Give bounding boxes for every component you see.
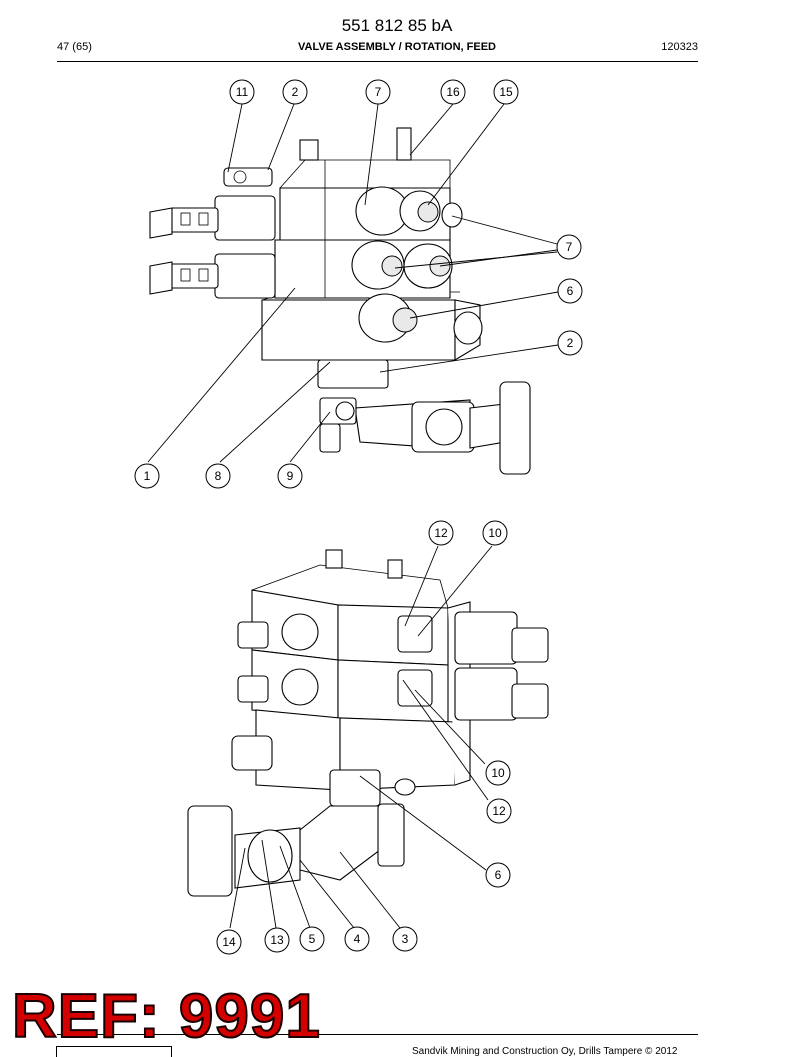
- callout-5: 5: [299, 926, 325, 952]
- callout-9: 9: [277, 463, 303, 489]
- callout-1: 1: [134, 463, 160, 489]
- bottom-valve-assembly: [187, 549, 549, 897]
- svg-text:2: 2: [567, 336, 574, 350]
- svg-text:11: 11: [236, 85, 249, 99]
- callout-11: 11: [229, 79, 255, 105]
- svg-text:7: 7: [566, 240, 573, 254]
- svg-text:5: 5: [309, 932, 316, 946]
- page-title: VALVE ASSEMBLY / ROTATION, FEED: [297, 41, 497, 53]
- svg-text:7: 7: [375, 85, 382, 99]
- reference-stamp: REF: 9991: [11, 982, 321, 1051]
- svg-text:16: 16: [446, 85, 460, 99]
- svg-text:12: 12: [492, 804, 506, 818]
- callout-2b: 2: [557, 330, 583, 356]
- document-number: 551 812 85 bA: [341, 16, 453, 35]
- footer-copyright: Sandvik Mining and Construction Oy, Dril…: [412, 1046, 678, 1057]
- svg-text:6: 6: [567, 284, 574, 298]
- callout-13: 13: [264, 927, 290, 953]
- svg-text:4: 4: [354, 932, 361, 946]
- callout-16: 16: [440, 79, 466, 105]
- sandvik-logo: [56, 1046, 172, 1057]
- svg-text:14: 14: [222, 935, 236, 949]
- svg-text:6: 6: [495, 868, 502, 882]
- callout-12: 12: [428, 520, 454, 546]
- bottom-callout-leaders: [229, 545, 493, 929]
- svg-text:10: 10: [491, 766, 505, 780]
- callout-14: 14: [216, 929, 242, 955]
- svg-text:15: 15: [499, 85, 513, 99]
- callout-3: 3: [392, 926, 418, 952]
- top-valve-assembly: [149, 127, 531, 475]
- svg-text:12: 12: [434, 526, 448, 540]
- callout-7b: 7: [556, 234, 582, 260]
- svg-text:9: 9: [287, 469, 294, 483]
- callout-6: 6: [557, 278, 583, 304]
- callout-7: 7: [365, 79, 391, 105]
- svg-text:10: 10: [488, 526, 502, 540]
- callout-8: 8: [205, 463, 231, 489]
- header-rule: [57, 61, 698, 62]
- callout-10: 10: [482, 520, 508, 546]
- svg-text:8: 8: [215, 469, 222, 483]
- footer-rule: [57, 1034, 698, 1035]
- callout-12b: 12: [486, 798, 512, 824]
- callout-4: 4: [344, 926, 370, 952]
- callout-10b: 10: [485, 760, 511, 786]
- svg-text:3: 3: [402, 932, 409, 946]
- page-number: 47 (65): [57, 41, 92, 53]
- callout-15: 15: [493, 79, 519, 105]
- top-callout-leaders: [147, 103, 559, 463]
- svg-text:1: 1: [144, 469, 151, 483]
- document-date: 120323: [661, 41, 698, 53]
- callout-6b: 6: [485, 862, 511, 888]
- callout-2: 2: [282, 79, 308, 105]
- svg-text:2: 2: [292, 85, 299, 99]
- svg-text:13: 13: [270, 933, 284, 947]
